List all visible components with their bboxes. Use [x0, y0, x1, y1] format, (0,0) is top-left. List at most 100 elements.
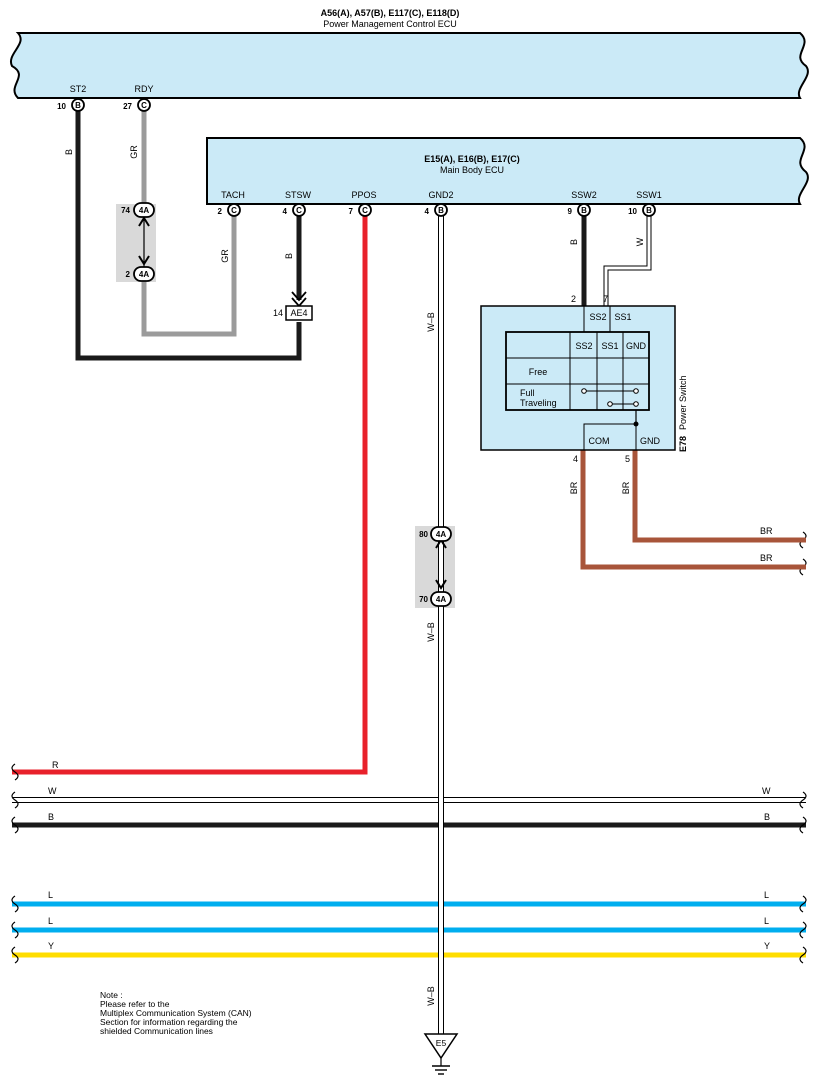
switch-id: E78	[678, 436, 688, 452]
junction-lower-bottom-num: 70	[419, 595, 428, 604]
bus-label-w-right: W	[762, 786, 771, 796]
mb-pin-conn-tach: C	[231, 206, 237, 215]
bus-lines: R W W B B L L L L Y Y	[12, 215, 806, 958]
switch-bottom-pin-num-5: 5	[625, 454, 630, 464]
junction-lower-top-num: 80	[419, 530, 428, 539]
wire-label-gnd: BR	[621, 481, 631, 494]
bus-label-r-left: R	[52, 760, 59, 770]
table-row-full: Full	[520, 388, 535, 398]
note-line-5: shielded Communication lines	[100, 1026, 213, 1036]
mb-pin-label-ssw1: SSW1	[636, 190, 662, 200]
note-line-2: Please refer to the	[100, 999, 170, 1009]
junction-upper-top-num: 74	[121, 206, 130, 215]
junction-upper-bottom-num: 2	[126, 270, 131, 279]
wire-r-ppos	[12, 215, 368, 775]
junction-4a-upper: 74 4A 2 4A	[121, 202, 155, 282]
junction-4a-lower: 80 4A 70 4A	[419, 526, 452, 607]
main-body-ecu: E15(A), E16(B), E17(C) Main Body ECU TAC…	[206, 137, 809, 205]
mb-pin-num-stsw: 4	[283, 207, 288, 216]
wire-label-stsw: B	[284, 253, 294, 259]
bus-label-b-left: B	[48, 812, 54, 822]
table-header-ss1: SS1	[601, 341, 618, 351]
wire-label-com: BR	[569, 481, 579, 494]
bus-label-l1-left: L	[48, 890, 53, 900]
mb-pin-ssw1: 10 B	[628, 203, 656, 217]
wire-gr-tach	[141, 215, 237, 337]
wire-br-com	[580, 450, 806, 570]
mb-ecu-box	[206, 137, 809, 205]
ground-e5: E5	[423, 1033, 459, 1075]
bus-label-l2-right: L	[764, 916, 769, 926]
switch-bottom-pin-label-com: COM	[589, 436, 610, 446]
pm-pin-conn-st2: B	[75, 101, 81, 110]
wire-label-tach: GR	[220, 249, 230, 263]
table-row-free: Free	[529, 367, 548, 377]
pm-pin-num-st2: 10	[57, 102, 66, 111]
wire-w-ssw1-outline	[603, 215, 652, 306]
mb-pin-label-ssw2: SSW2	[571, 190, 597, 200]
ground-triangle	[423, 1033, 459, 1060]
ae4-code: AE4	[290, 308, 307, 318]
switch-bottom-pin-num-4: 4	[573, 454, 578, 464]
pm-pin-label-rdy: RDY	[134, 84, 153, 94]
switch-top-pin-num-2: 2	[571, 294, 576, 304]
mb-ecu-connectors: E15(A), E16(B), E17(C)	[424, 154, 520, 164]
wire-label-ssw1: W	[635, 237, 645, 246]
mb-pin-num-ssw1: 10	[628, 207, 637, 216]
pm-ecu-box	[9, 32, 809, 99]
pm-pin-label-st2: ST2	[70, 84, 87, 94]
mb-pin-label-ppos: PPOS	[351, 190, 376, 200]
ae4-pin-num: 14	[273, 308, 283, 318]
mb-pin-num-tach: 2	[218, 207, 223, 216]
wire-w-ssw1	[604, 215, 651, 306]
bus-label-b-right: B	[764, 812, 770, 822]
bus-break-marks	[11, 531, 807, 964]
br-out-label-1: BR	[760, 526, 773, 536]
mb-pin-label-gnd2: GND2	[428, 190, 453, 200]
junction-upper-top-code: 4A	[139, 206, 149, 215]
wire-label-gnd2-lower: W–B	[426, 986, 436, 1006]
table-header-ss2: SS2	[575, 341, 592, 351]
power-management-ecu: A56(A), A57(B), E117(C), E118(D) Power M…	[9, 8, 809, 99]
pm-pin-rdy: 27 C	[123, 98, 151, 112]
ground-label: E5	[436, 1038, 447, 1048]
mb-pin-stsw: 4 C	[283, 203, 306, 217]
junction-lower-top-code: 4A	[436, 530, 446, 539]
wire-label-ssw2: B	[569, 239, 579, 245]
bus-label-l1-right: L	[764, 890, 769, 900]
bus-label-l2-left: L	[48, 916, 53, 926]
mb-pin-label-tach: TACH	[221, 190, 245, 200]
note-line-1: Note :	[100, 990, 123, 1000]
pm-pin-num-rdy: 27	[123, 102, 132, 111]
mb-pin-conn-ppos: C	[362, 206, 368, 215]
wire-b-st2	[75, 110, 302, 361]
junction-4a-upper-arrows	[138, 216, 150, 266]
switch-table	[505, 331, 650, 411]
pm-pin-conn-rdy: C	[141, 101, 147, 110]
mb-pin-gnd2: 4 B	[425, 203, 448, 217]
mb-ecu-name: Main Body ECU	[440, 165, 504, 175]
pm-pin-st2: 10 B	[57, 98, 85, 112]
table-header-gnd: GND	[626, 341, 647, 351]
br-out-label-2: BR	[760, 553, 773, 563]
pm-ecu-name: Power Management Control ECU	[323, 19, 457, 29]
junction-upper-bottom-code: 4A	[139, 270, 149, 279]
note-line-3: Multiplex Communication System (CAN)	[100, 1008, 252, 1018]
mb-pin-label-stsw: STSW	[285, 190, 312, 200]
bus-label-y-right: Y	[764, 941, 770, 951]
mb-pin-tach: 2 C	[218, 203, 241, 217]
wire-label-gnd2-upper: W–B	[426, 312, 436, 332]
mb-pin-conn-ssw2: B	[581, 206, 587, 215]
junction-lower-bottom-code: 4A	[436, 595, 446, 604]
table-row-traveling: Traveling	[520, 398, 557, 408]
wire-label-rdy: GR	[129, 145, 139, 159]
mb-pin-ssw2: 9 B	[568, 203, 591, 217]
note-line-4: Section for information regarding the	[100, 1017, 238, 1027]
mb-pin-num-gnd2: 4	[425, 207, 430, 216]
bus-label-w-left: W	[48, 786, 57, 796]
wire-label-st2: B	[64, 149, 74, 155]
pm-ecu-connectors: A56(A), A57(B), E117(C), E118(D)	[321, 8, 460, 18]
switch-name: Power Switch	[678, 375, 688, 430]
power-switch: 2 7 SS2 SS1 SS2 SS1 GND Free Full Travel…	[480, 294, 688, 464]
